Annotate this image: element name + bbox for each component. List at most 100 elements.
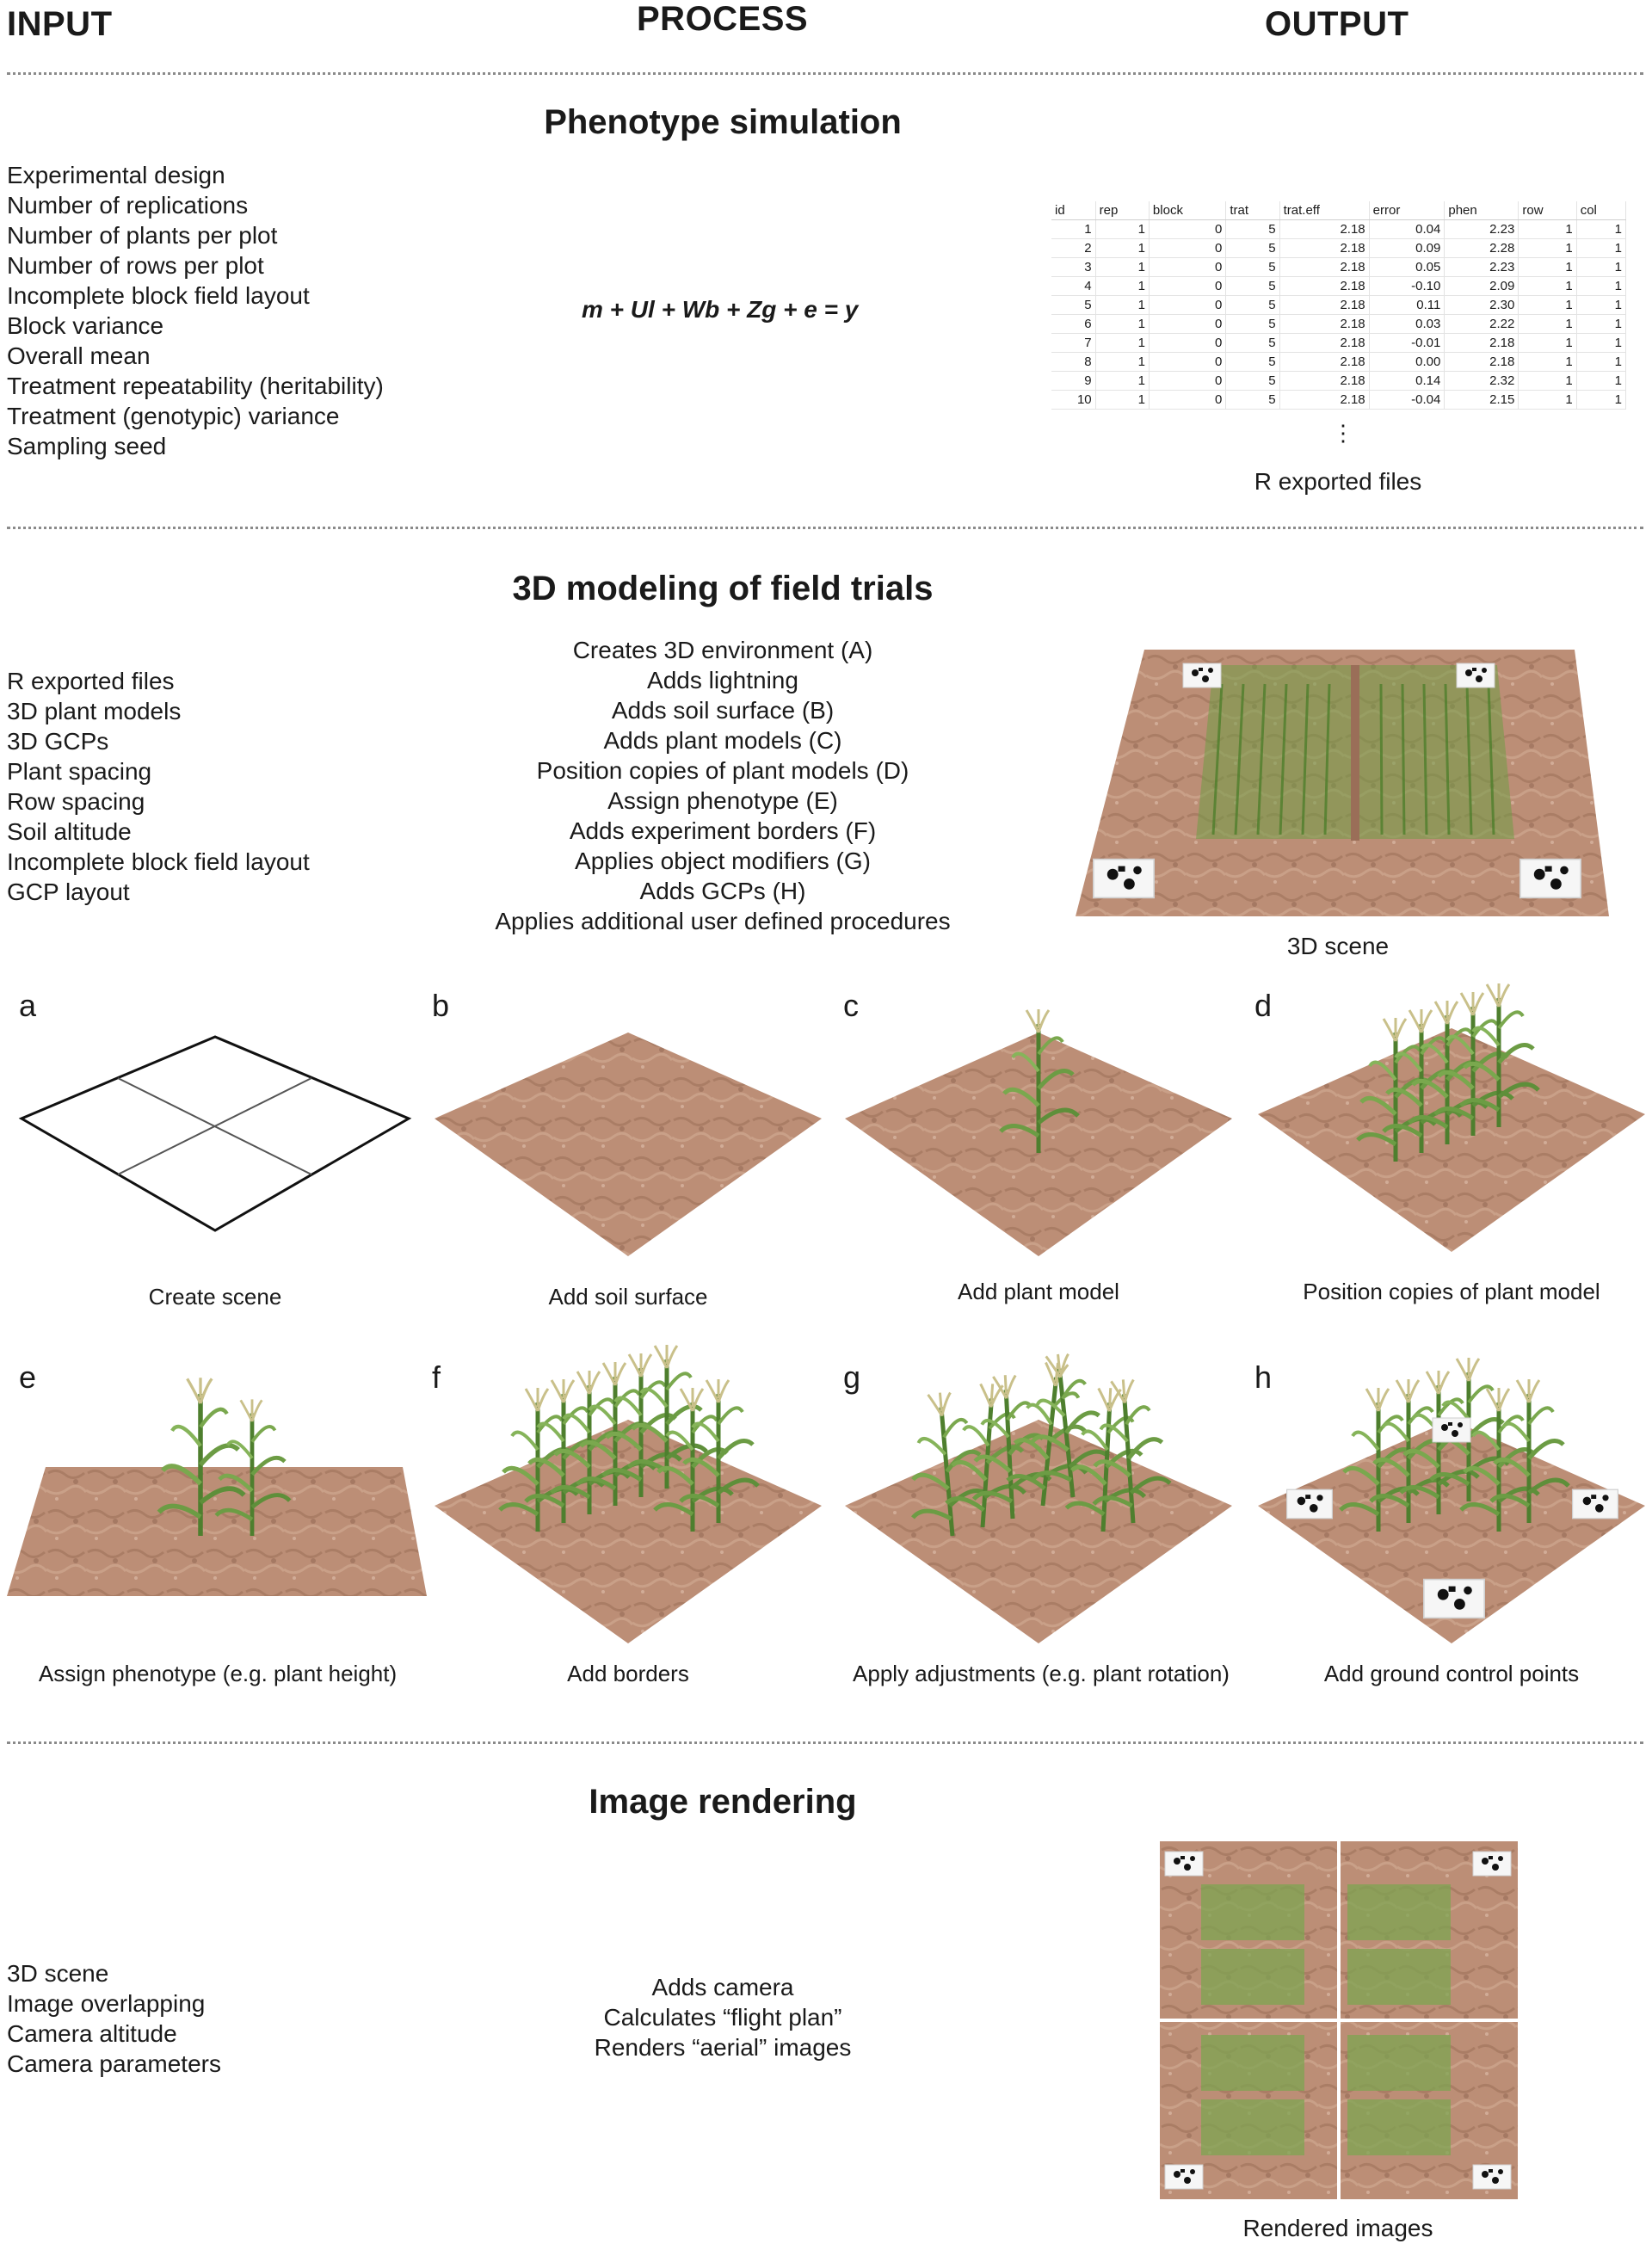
panel-letter-a: a <box>19 988 37 1023</box>
table-cell: 10 <box>1051 390 1096 410</box>
table-cell: 2.18 <box>1279 295 1370 315</box>
gcp-marker <box>1519 858 1581 899</box>
rendered-plots <box>1201 1884 1451 2155</box>
list-item: Incomplete block field layout <box>7 848 310 875</box>
table-cell: 1 <box>1095 371 1150 391</box>
table-column-header: col <box>1576 201 1627 220</box>
table-cell: 0.05 <box>1369 257 1446 277</box>
list-item: Sampling seed <box>7 433 167 459</box>
modeling-section-title: 3D modeling of field trials <box>512 570 934 607</box>
table-cell: 3 <box>1051 257 1096 277</box>
3d-scene-illustration <box>1076 650 1609 916</box>
table-cell: 1 <box>1576 390 1627 410</box>
table-cell: 2.18 <box>1279 314 1370 334</box>
table-cell: 0.14 <box>1369 371 1446 391</box>
panel-caption-f: Add borders <box>567 1661 689 1686</box>
table-cell: 1 <box>1518 371 1577 391</box>
list-item: Adds plant models (C) <box>603 727 842 754</box>
table-cell: 5 <box>1225 238 1280 258</box>
table-cell: 1 <box>1095 276 1150 296</box>
list-item: Experimental design <box>7 162 225 188</box>
panel-d-illustration <box>1258 989 1645 1252</box>
list-item: Block variance <box>7 312 164 339</box>
separator <box>7 72 1643 75</box>
panel-letter-b: b <box>432 988 450 1023</box>
rendered-images-illustration <box>1160 1841 1518 2199</box>
table-cell: 1 <box>1576 295 1627 315</box>
list-item: Adds GCPs (H) <box>639 878 806 904</box>
table-cell: 1 <box>1518 276 1577 296</box>
table-cell: 0.09 <box>1369 238 1446 258</box>
panel-c-illustration <box>845 1024 1232 1256</box>
panel-letter-c: c <box>843 988 859 1023</box>
panel-letter-e: e <box>19 1359 37 1395</box>
panel-caption-b: Add soil surface <box>548 1284 708 1310</box>
process-header: PROCESS <box>637 0 809 38</box>
table-cell: 2.30 <box>1444 295 1519 315</box>
table-cell: 1 <box>1095 238 1150 258</box>
panel-g-illustration <box>845 1359 1232 1643</box>
table-cell: 2.15 <box>1444 390 1519 410</box>
table-column-header: id <box>1051 201 1096 220</box>
table-column-header: block <box>1149 201 1227 220</box>
input-header: INPUT <box>7 5 113 43</box>
table-cell: 2.18 <box>1279 257 1370 277</box>
table-cell: 8 <box>1051 352 1096 372</box>
panel-letter-g: g <box>843 1359 861 1395</box>
table-cell: 2.18 <box>1279 238 1370 258</box>
table-cell: 2.28 <box>1444 238 1519 258</box>
table-cell: 2.18 <box>1444 352 1519 372</box>
list-item: Assign phenotype (E) <box>607 787 838 814</box>
list-item: Applies object modifiers (G) <box>575 848 871 874</box>
list-item: Plant spacing <box>7 758 152 785</box>
list-item: Calculates “flight plan” <box>603 2004 842 2031</box>
table-cell: 2.18 <box>1279 333 1370 353</box>
table-cell: 5 <box>1225 257 1280 277</box>
table-cell: 9 <box>1051 371 1096 391</box>
table-cell: 0 <box>1149 219 1227 239</box>
table-cell: 2.18 <box>1279 276 1370 296</box>
panel-h-illustration <box>1258 1359 1645 1643</box>
gcp-marker <box>1182 663 1222 688</box>
table-cell: 1 <box>1095 352 1150 372</box>
table-cell: 0 <box>1149 314 1227 334</box>
table-cell: 1 <box>1095 333 1150 353</box>
table-cell: 5 <box>1051 295 1096 315</box>
list-item: Adds lightning <box>647 667 798 693</box>
list-item: Number of replications <box>7 192 249 219</box>
scene-plant-rows <box>1211 683 1495 835</box>
table-cell: 1 <box>1095 314 1150 334</box>
table-cell: 2.22 <box>1444 314 1519 334</box>
panel-caption-d: Position copies of plant model <box>1303 1279 1600 1304</box>
panel-caption-e: Assign phenotype (e.g. plant height) <box>38 1661 398 1686</box>
table-column-header: error <box>1369 201 1446 220</box>
table-cell: 5 <box>1225 295 1280 315</box>
list-item: 3D scene <box>7 1960 109 1987</box>
phenotype-output-caption: R exported files <box>1254 468 1422 495</box>
table-cell: 7 <box>1051 333 1096 353</box>
gcp-marker <box>1093 858 1155 899</box>
table-cell: -0.01 <box>1369 333 1446 353</box>
table-ellipsis: ⋮ <box>1332 420 1354 446</box>
table-cell: 1 <box>1576 219 1627 239</box>
table-cell: 1 <box>1518 295 1577 315</box>
rendering-output-caption: Rendered images <box>1242 2215 1433 2241</box>
panel-f-illustration <box>435 1359 822 1643</box>
table-cell: 5 <box>1225 333 1280 353</box>
table-cell: 5 <box>1225 390 1280 410</box>
panel-caption-g: Apply adjustments (e.g. plant rotation) <box>853 1661 1230 1686</box>
table-cell: 0 <box>1149 238 1227 258</box>
panel-caption-h: Add ground control points <box>1323 1661 1580 1686</box>
panel-letter-d: d <box>1254 988 1273 1023</box>
table-cell: 1 <box>1576 352 1627 372</box>
table-cell: 6 <box>1051 314 1096 334</box>
table-cell: 1 <box>1518 314 1577 334</box>
list-item: Soil altitude <box>7 818 132 845</box>
